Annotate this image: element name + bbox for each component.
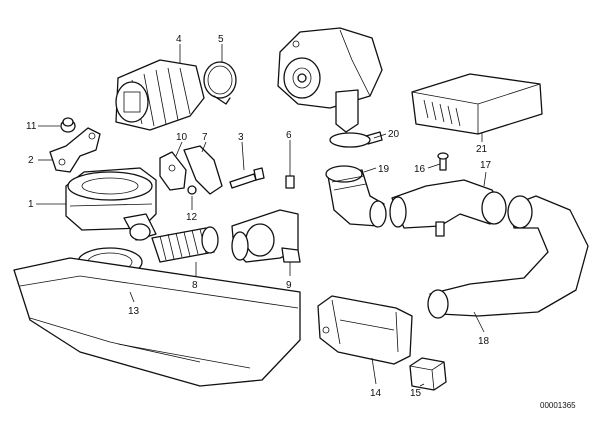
leader-lines: [36, 44, 487, 387]
callout-8: 8: [192, 280, 198, 291]
part-control-unit: [411, 73, 543, 135]
part-duct-bracket: [317, 295, 413, 365]
part-front-apron: [13, 257, 301, 387]
callout-12: 12: [186, 212, 198, 223]
part-bracket-assembly: [159, 145, 223, 195]
callout-4: 4: [176, 34, 182, 45]
callout-16: 16: [414, 164, 426, 175]
part-intake-duct: [427, 195, 589, 319]
part-stud-6: [285, 150, 295, 189]
part-air-filter-housing: [65, 167, 157, 241]
part-bolt-3: [229, 167, 265, 189]
callout-17: 17: [480, 160, 492, 171]
callout-6: 6: [286, 130, 292, 141]
part-bracket-2: [49, 127, 101, 173]
part-grommet: [60, 117, 76, 133]
callout-1: 1: [28, 199, 34, 210]
callout-19: 19: [378, 164, 390, 175]
callout-11: 11: [26, 121, 37, 132]
part-intake-hose: [151, 226, 219, 263]
callout-7: 7: [202, 132, 208, 143]
part-screw-16: [437, 152, 449, 171]
diagram-reference-number: 00001365: [540, 401, 576, 410]
callout-5: 5: [218, 34, 224, 45]
part-intake-bellows: [115, 59, 205, 131]
callout-15: 15: [410, 388, 422, 399]
callout-2: 2: [28, 155, 34, 166]
callout-14: 14: [370, 388, 382, 399]
callout-21: 21: [476, 144, 488, 155]
part-clip: [409, 357, 447, 391]
callouts: 4 5 11 2 1 10 7 3 6 12 8 9 13 14 15 16 1…: [26, 34, 492, 399]
callout-20: 20: [388, 129, 400, 140]
part-hose-clamp-20: [329, 131, 383, 148]
callout-3: 3: [238, 132, 244, 143]
callout-9: 9: [286, 280, 292, 291]
callout-10: 10: [176, 132, 188, 143]
part-blower-motor: [277, 27, 383, 133]
part-connecting-hose: [389, 179, 507, 237]
part-adapter-plate: [231, 209, 301, 263]
part-elbow-hose: [325, 165, 387, 228]
callout-18: 18: [478, 336, 490, 347]
callout-13: 13: [128, 306, 140, 317]
part-hose-clamp-5: [203, 61, 237, 105]
